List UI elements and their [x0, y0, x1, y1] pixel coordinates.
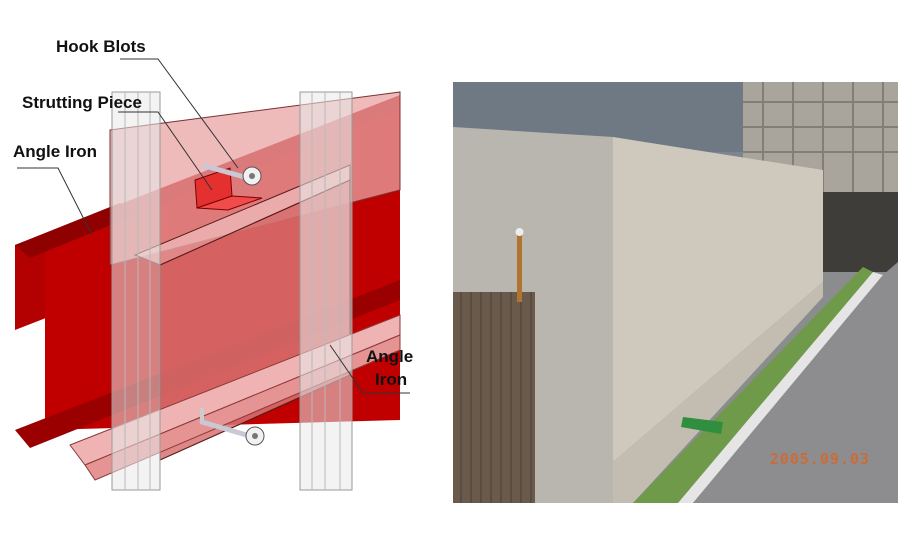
steel-beam-illustration [15, 58, 410, 491]
leader-lines [17, 58, 410, 394]
vertical-frame-rails [111, 91, 353, 491]
technical-diagram: Hook Blots Strutting Piece Angle Iron An… [0, 0, 440, 534]
photo-date-stamp: 2005.09.03 [769, 450, 870, 468]
building-photo: 2005.09.03 [453, 82, 898, 503]
label-angle-iron-bottom-line2: Iron [375, 370, 408, 389]
wooden-fence [453, 292, 535, 503]
road [693, 262, 898, 503]
label-angle-iron-top: Angle Iron [13, 142, 98, 161]
green-pipe [681, 417, 723, 434]
label-strutting-piece: Strutting Piece [22, 93, 142, 112]
railing [678, 272, 883, 503]
photo-scene [453, 82, 898, 503]
grass-strip [633, 267, 873, 503]
hook-bolt-upper [202, 163, 262, 186]
wall-front-face [613, 137, 823, 462]
label-hook-bolts: Hook Blots [56, 37, 146, 56]
hook-bolt-lower [199, 408, 265, 446]
label-angle-iron-bottom-line1: Angle [366, 347, 414, 366]
